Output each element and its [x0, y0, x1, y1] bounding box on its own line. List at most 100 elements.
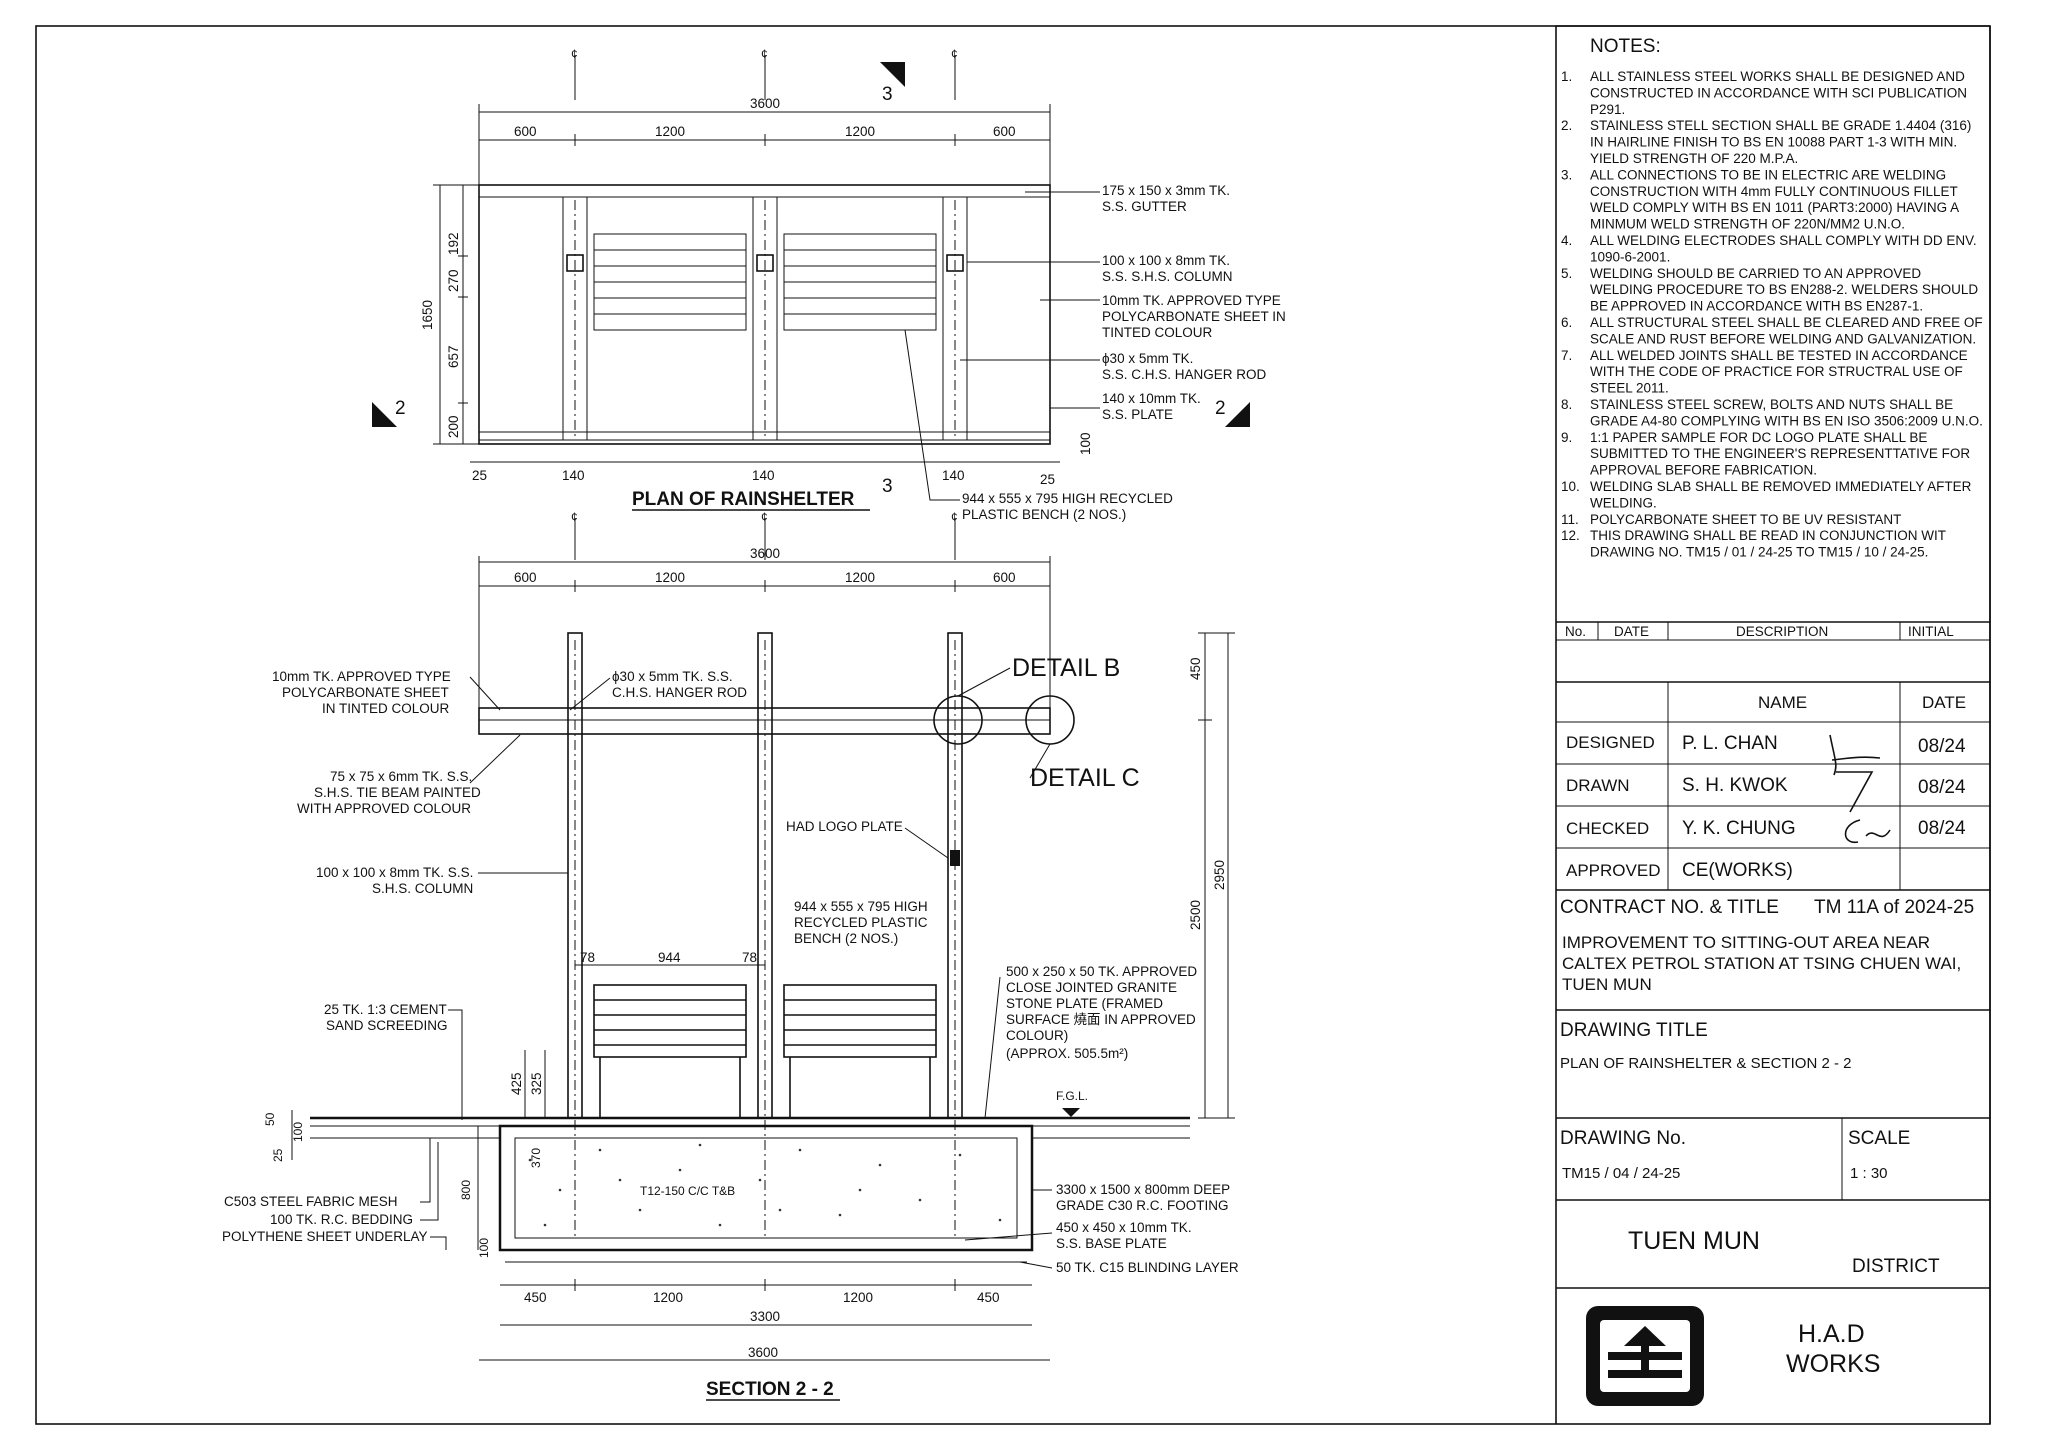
plan-dim-height: 1650 — [420, 300, 435, 330]
sec-right-label-10: 50 TK. C15 BLINDING LAYER — [1056, 1260, 1239, 1275]
scale-value: 1 : 30 — [1850, 1165, 1888, 1182]
signoff-role-1: DRAWN — [1566, 776, 1630, 795]
note-line: WITH THE CODE OF PRACTICE FOR STRUCTRAL … — [1590, 364, 1963, 379]
plan-label-column-2: S.S. S.H.S. COLUMN — [1102, 269, 1233, 284]
plan-dim-b3: 140 — [752, 468, 775, 483]
sec-left-label-6: 100 x 100 x 8mm TK. S.S. — [316, 865, 473, 880]
signature-checked — [1844, 819, 1891, 843]
sec-right-label-2: STONE PLATE (FRAMED — [1006, 996, 1163, 1011]
note-line: SUBMITTED TO THE ENGINEER'S REPRESENTTAT… — [1590, 446, 1970, 461]
note-number: 11. — [1561, 512, 1579, 527]
sec-left-label-2: IN TINTED COLOUR — [322, 701, 450, 716]
svg-text:¢: ¢ — [761, 47, 768, 61]
section-dim-seg1: 600 — [514, 570, 537, 585]
sec-mid-label-5: BENCH (2 NOS.) — [794, 931, 898, 946]
note-line: P291. — [1590, 102, 1625, 117]
note-number: 12. — [1561, 528, 1580, 543]
drawing-no-value: TM15 / 04 / 24-25 — [1562, 1165, 1680, 1182]
footing-dim-f3: 100 — [477, 1238, 491, 1258]
plan-dim-seg3: 1200 — [845, 124, 875, 139]
section-dim-s2: 1200 — [653, 1290, 683, 1305]
sec-right-label-9: S.S. BASE PLATE — [1056, 1236, 1167, 1251]
sec-left-label-11: 100 TK. R.C. BEDDING — [270, 1212, 413, 1227]
ground-dim-g1: 50 — [263, 1112, 277, 1126]
plan-dim-b1: 25 — [472, 468, 487, 483]
ground-dim-g3: 25 — [271, 1148, 285, 1162]
svg-text:¢: ¢ — [571, 510, 578, 524]
signoff-name-1: S. H. KWOK — [1682, 775, 1788, 796]
section-mark-top: 3 — [882, 84, 893, 105]
note-line: ALL STRUCTURAL STEEL SHALL BE CLEARED AN… — [1590, 315, 1983, 330]
svg-text:¢: ¢ — [571, 47, 578, 61]
plan-dim-b2: 140 — [562, 468, 585, 483]
sec-mid-label-1: C.H.S. HANGER ROD — [612, 685, 747, 700]
contract-label: CONTRACT NO. & TITLE — [1560, 897, 1779, 918]
section-dim-s4: 450 — [977, 1290, 1000, 1305]
sec-left-label-3: 75 x 75 x 6mm TK. S.S. — [330, 769, 472, 784]
plan-dim-d4: 200 — [446, 415, 461, 438]
note-line: APPROVAL BEFORE FABRICATION. — [1590, 463, 1817, 478]
rev-col-no: No. — [1565, 624, 1586, 639]
note-line: CONSTRUCTED IN ACCORDANCE WITH SCI PUBLI… — [1590, 85, 1967, 100]
plan-label-gutter-1: 175 x 150 x 3mm TK. — [1102, 183, 1230, 198]
note-line: ALL WELDED JOINTS SHALL BE TESTED IN ACC… — [1590, 348, 1968, 363]
rebar-label: T12-150 C/C T&B — [640, 1184, 735, 1198]
note-number: 3. — [1561, 167, 1572, 182]
plan-dim-d3: 657 — [446, 345, 461, 368]
signoff-role-2: CHECKED — [1566, 819, 1649, 838]
contract-title-1: CALTEX PETROL STATION AT TSING CHUEN WAI… — [1562, 954, 1961, 973]
section-dim-r3: 2950 — [1212, 860, 1227, 890]
footing-dim-f1: 370 — [529, 1148, 543, 1168]
scale-label: SCALE — [1848, 1128, 1910, 1149]
section-dim-s1: 450 — [524, 1290, 547, 1305]
note-line: ALL STAINLESS STEEL WORKS SHALL BE DESIG… — [1590, 69, 1965, 84]
sec-mid-label-4: RECYCLED PLASTIC — [794, 915, 928, 930]
note-line: GRADE A4-80 COMPLYING WITH BS EN ISO 350… — [1590, 413, 1983, 428]
drawing-title-label: DRAWING TITLE — [1560, 1020, 1708, 1041]
note-line: CONSTRUCTION WITH 4mm FULLY CONTINUOUS F… — [1590, 184, 1958, 199]
office-line2: WORKS — [1786, 1350, 1880, 1378]
signature-designed — [1829, 734, 1881, 776]
section-dim-overall-bottom: 3600 — [748, 1345, 778, 1360]
plan-dim-d2: 270 — [446, 269, 461, 292]
signoff-date-0: 08/24 — [1918, 736, 1966, 757]
section-dim-seg3: 1200 — [845, 570, 875, 585]
rev-col-desc: DESCRIPTION — [1736, 624, 1828, 639]
note-line: POLYCARBONATE SHEET TO BE UV RESISTANT — [1590, 512, 1901, 527]
plan-dim-b5: 25 — [1040, 472, 1055, 487]
note-line: STAINLESS STELL SECTION SHALL BE GRADE 1… — [1590, 118, 1971, 133]
district-label: DISTRICT — [1852, 1256, 1940, 1277]
signoff-date-1: 08/24 — [1918, 777, 1966, 798]
note-line: STEEL 2011. — [1590, 381, 1669, 396]
signoff-date-2: 08/24 — [1918, 818, 1966, 839]
note-number: 5. — [1561, 266, 1572, 281]
bench-dim-b: 944 — [658, 950, 681, 965]
sec-left-label-9: SAND SCREEDING — [326, 1018, 448, 1033]
sec-left-label-7: S.H.S. COLUMN — [372, 881, 473, 896]
signoff-name-0: P. L. CHAN — [1682, 733, 1778, 754]
note-number: 4. — [1561, 233, 1572, 248]
section-dim-seg2: 1200 — [655, 570, 685, 585]
plan-dim-d1: 192 — [446, 232, 461, 255]
note-line: ALL CONNECTIONS TO BE IN ELECTRIC ARE WE… — [1590, 167, 1946, 182]
sec-left-label-8: 25 TK. 1:3 CEMENT — [324, 1002, 447, 1017]
signoff-role-0: DESIGNED — [1566, 733, 1655, 752]
section-mark-bottom: 3 — [882, 476, 893, 497]
notes-list: 1.ALL STAINLESS STEEL WORKS SHALL BE DES… — [1561, 69, 1983, 560]
rev-col-date: DATE — [1614, 624, 1649, 639]
note-line: THIS DRAWING SHALL BE READ IN CONJUNCTIO… — [1590, 528, 1946, 543]
note-line: IN HAIRLINE FINISH TO BS EN 10088 PART 1… — [1590, 135, 1957, 150]
signature-drawn — [1836, 771, 1874, 813]
plan-label-rod-1: ϕ30 x 5mm TK. — [1102, 351, 1193, 366]
section-dim-seg4: 600 — [993, 570, 1016, 585]
title-block: NOTES: 1.ALL STAINLESS STEEL WORKS SHALL… — [1555, 25, 1991, 1424]
note-line: BE APPROVED IN ACCORDANCE WITH BS EN287-… — [1590, 299, 1923, 314]
district-name: TUEN MUN — [1628, 1227, 1760, 1255]
sec-left-label-12: POLYTHENE SHEET UNDERLAY — [222, 1229, 428, 1244]
note-line: SCALE AND RUST BEFORE WELDING AND GALVAN… — [1590, 331, 1976, 346]
plan-dim-seg1: 600 — [514, 124, 537, 139]
plan-label-gutter-2: S.S. GUTTER — [1102, 199, 1187, 214]
signoff-name-2: Y. K. CHUNG — [1682, 818, 1796, 839]
plan-dim-b4: 140 — [942, 468, 965, 483]
drawing-no-label: DRAWING No. — [1560, 1128, 1686, 1149]
